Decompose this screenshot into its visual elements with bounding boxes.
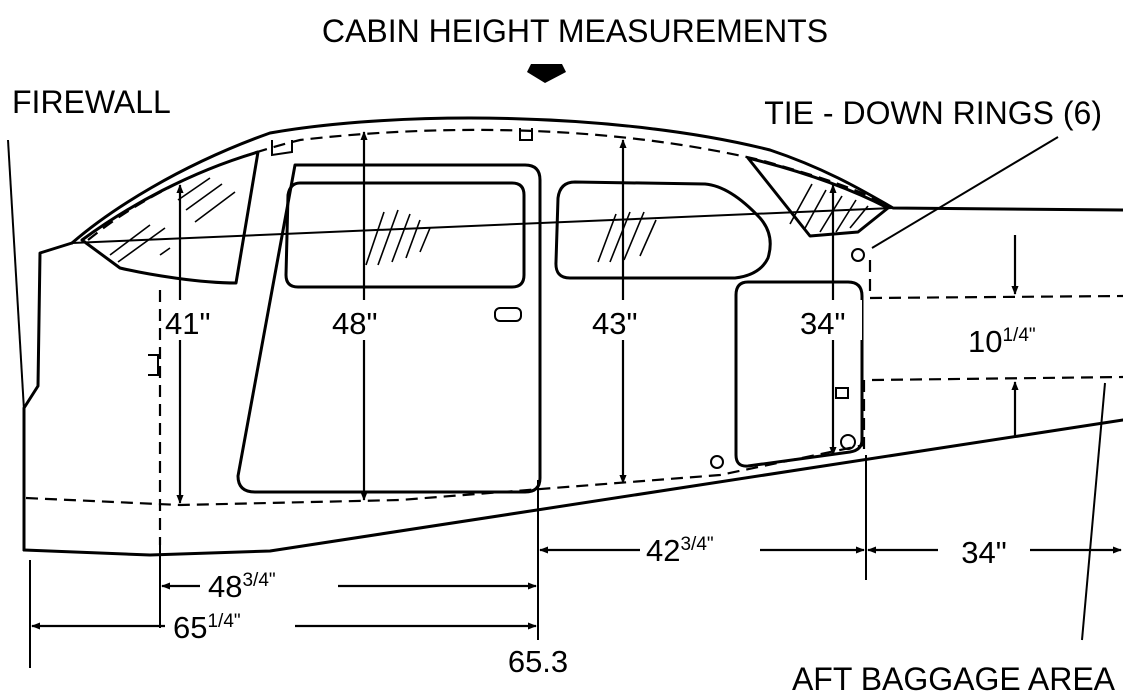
height-rear-window-label: 43"	[592, 306, 638, 341]
length-dimension-lines	[29, 455, 1122, 668]
fuselage-outline	[7, 116, 1123, 557]
tie-down-rings-label: TIE - DOWN RINGS (6)	[764, 95, 1102, 131]
firewall-label: FIREWALL	[12, 84, 171, 120]
height-baggage-area-label: 101/4"	[968, 324, 1036, 359]
height-baggage-door-label: 34"	[800, 306, 846, 341]
aft-baggage-area-label: AFT BAGGAGE AREA	[792, 661, 1116, 693]
windshield	[80, 150, 260, 285]
height-door-label: 48"	[332, 306, 378, 341]
length-rear-cabin-label: 423/4"	[646, 533, 714, 568]
diagram-title: CABIN HEIGHT MEASUREMENTS	[322, 13, 828, 49]
tie-down-rings	[710, 248, 865, 469]
cabin-door	[236, 163, 542, 494]
aft-baggage-leader	[1081, 382, 1106, 641]
length-firewall-to-station-label: 651/4"	[173, 610, 241, 645]
length-aft-baggage-label: 34"	[961, 535, 1007, 570]
height-front-label: 41"	[165, 306, 211, 341]
tie-down-leader	[871, 136, 1059, 249]
length-cabin-label: 483/4"	[208, 569, 276, 604]
station-label: 65.3	[508, 644, 568, 679]
rear-window	[554, 180, 772, 280]
down-pointer-icon	[527, 64, 566, 83]
